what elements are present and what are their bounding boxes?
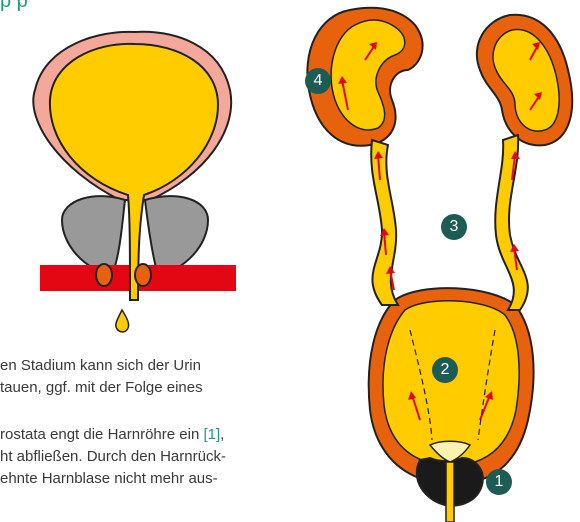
paragraph1-line1: en Stadium kann sich der Urin	[0, 355, 201, 377]
badge-kidney: 4	[305, 68, 331, 94]
urethra-lower	[446, 462, 454, 522]
paragraph2-line1-suffix: ,	[220, 426, 224, 443]
badge-ureter: 3	[441, 214, 467, 240]
paragraph1-line2: tauen, ggf. mit der Folge eines	[0, 377, 203, 399]
ureter-left	[371, 140, 398, 305]
ureter-right	[495, 135, 528, 310]
badge-prostate: 1	[486, 469, 512, 495]
badge-bladder: 2	[432, 357, 458, 383]
paragraph2-line1: rostata engt die Harnröhre ein [1],	[0, 424, 224, 446]
paragraph2-line2: ht abfließen. Durch den Harnrück-	[0, 446, 226, 468]
paragraph2-line1-prefix: rostata engt die Harnröhre ein	[0, 426, 203, 443]
reference-link-1[interactable]: [1]	[203, 426, 220, 443]
bladder-large-inner	[383, 301, 519, 464]
paragraph2-line3: ehnte Harnblase nicht mehr aus-	[0, 468, 218, 490]
